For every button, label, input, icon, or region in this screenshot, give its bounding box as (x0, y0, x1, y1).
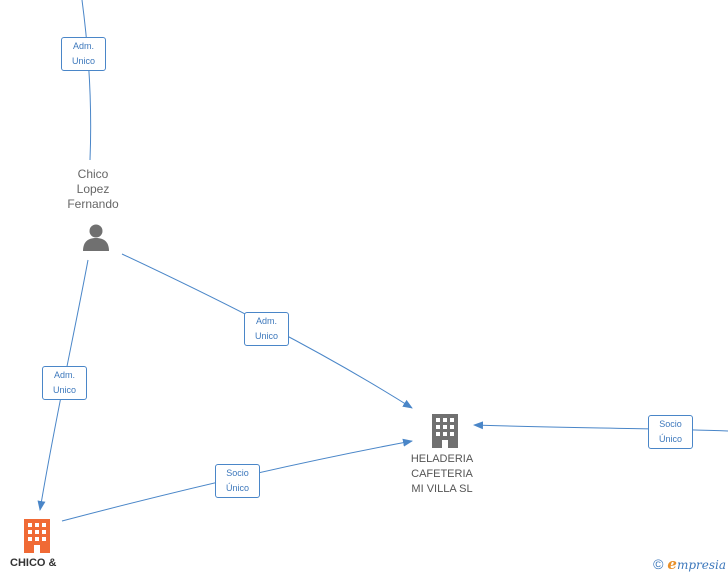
person-icon[interactable] (81, 222, 111, 252)
brand-initial: e (667, 555, 677, 573)
edge-label-chico-heladeria[interactable]: Socio Único (215, 464, 260, 498)
person-name-line: Chico (77, 167, 109, 181)
edge-label-line: Adm. (255, 316, 277, 326)
heladeria-name-line: MI VILLA SL (411, 483, 473, 495)
edge-label-line: Socio (226, 468, 249, 478)
heladeria-name-line: CAFETERIA (411, 468, 473, 480)
edge-label-right-socio[interactable]: Socio Único (648, 415, 693, 449)
edge-label-line: Unico (52, 385, 76, 395)
edge-label-person-chico[interactable]: Adm. Unico (42, 366, 87, 400)
edge-label-line: Adm. (72, 41, 94, 51)
edge-label-line: Único (658, 434, 682, 444)
brand-rest: mpresia (676, 558, 726, 572)
edge-label-line: Unico (254, 331, 278, 341)
chico-company-name[interactable]: CHICO & (10, 557, 57, 569)
person-name[interactable]: Chico Lopez Fernando (58, 167, 128, 212)
copyright-icon: © (653, 556, 664, 572)
building-icon[interactable] (22, 517, 52, 553)
edge-top-adm (81, 0, 92, 161)
edge-label-line: Único (225, 483, 249, 493)
person-name-line: Lopez (76, 182, 110, 196)
edge-label-line: Adm. (53, 370, 75, 380)
heladeria-name[interactable]: HELADERIA CAFETERIA MI VILLA SL (400, 452, 484, 497)
edge-label-line: Unico (71, 56, 95, 66)
edge-label-line: Socio (659, 419, 682, 429)
building-icon[interactable] (430, 412, 460, 448)
edge-right-socio (473, 421, 728, 432)
heladeria-name-line: HELADERIA (410, 453, 474, 465)
empresia-watermark: ©empresia (653, 555, 726, 573)
brand-name: empresia (667, 555, 726, 573)
edge-label-person-heladeria[interactable]: Adm. Unico (244, 312, 289, 346)
person-name-line: Fernando (67, 197, 119, 211)
edge-label-top-adm[interactable]: Adm. Unico (61, 37, 106, 71)
